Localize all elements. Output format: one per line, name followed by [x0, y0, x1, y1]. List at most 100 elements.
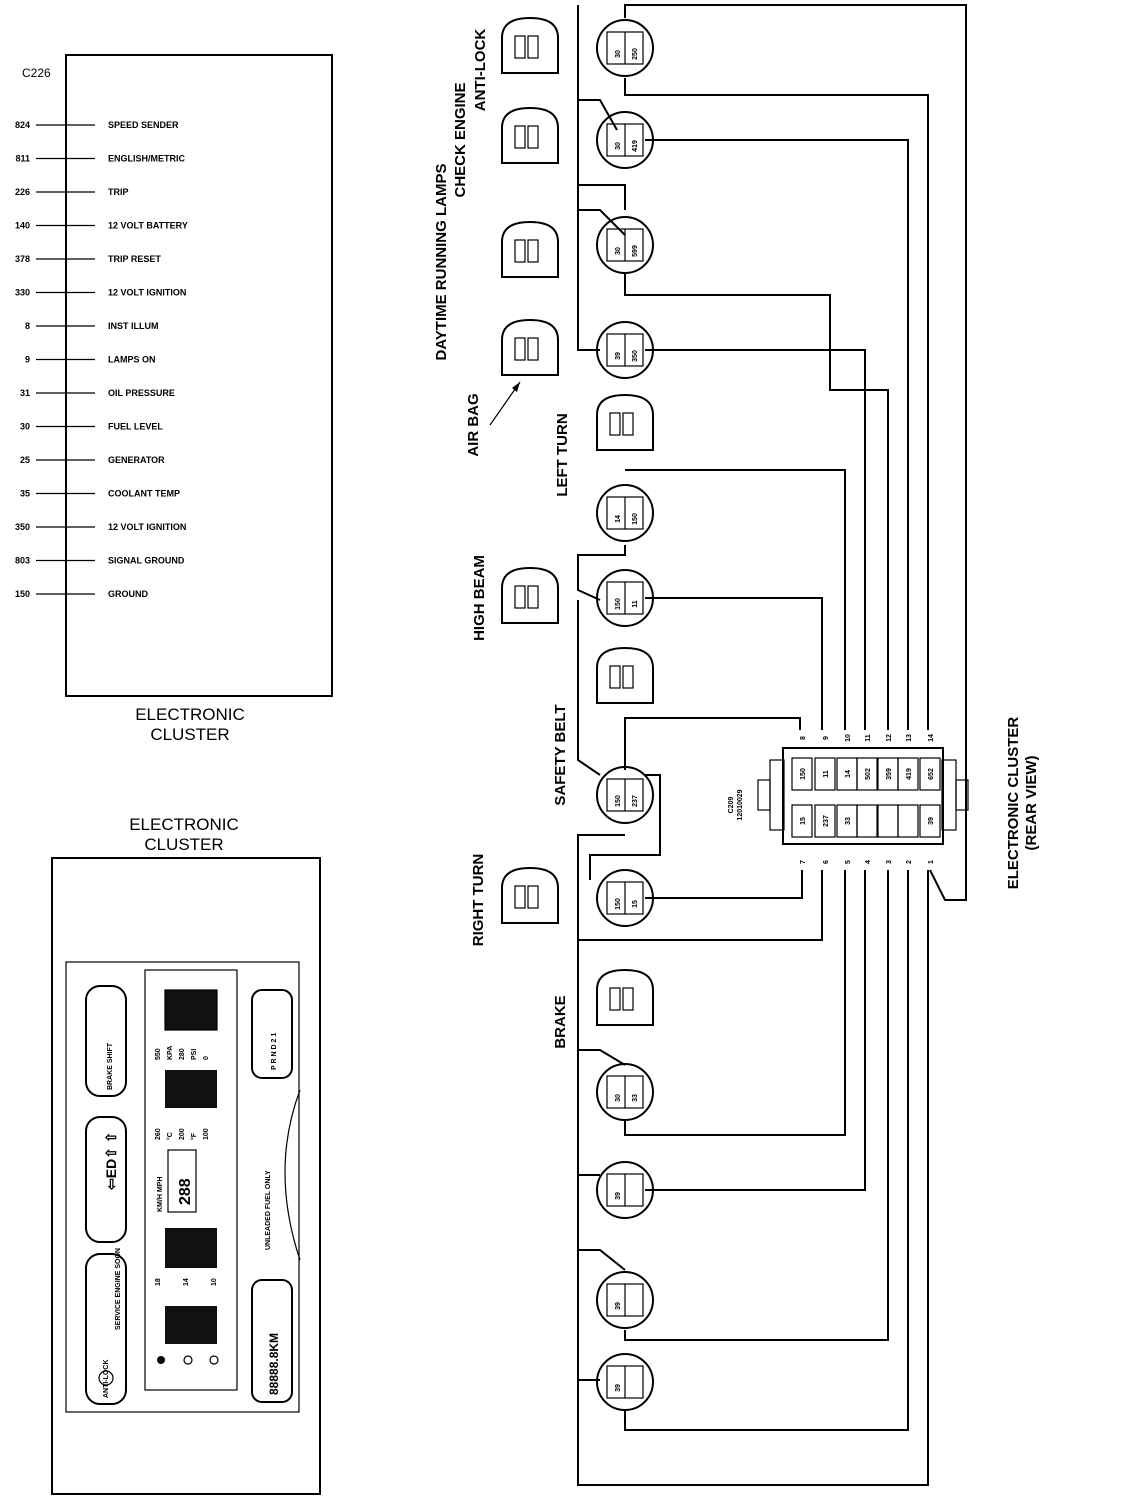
speed-units: KM/H MPH [157, 1177, 164, 1212]
arrow-head-icon [512, 382, 520, 392]
connector-pin-bottom: 1 [928, 860, 935, 864]
connector-cell-bottom: 237 [823, 815, 830, 827]
bulb-terminal-a: 150 [615, 898, 622, 910]
service-engine-text: SERVICE ENGINE SOON [115, 1248, 122, 1330]
volt-scale-3: 10 [211, 1278, 218, 1286]
brake-shift-pod [85, 985, 127, 1097]
pin-name: SPEED SENDER [108, 120, 179, 130]
connector-cell [814, 804, 836, 838]
pin-circuit: 140 [15, 221, 30, 231]
connector-cell [877, 804, 899, 838]
odometer-text: 88888.8KM [267, 1333, 281, 1395]
brake-shift-text: BRAKE SHIFT [107, 1042, 114, 1090]
label-high-beam: HIGH BEAM [471, 555, 488, 641]
c209-id: C209 [728, 797, 735, 814]
anti-lock-icon [98, 1370, 114, 1386]
oil-scale-5: 0 [203, 1056, 210, 1060]
gauge-strip [144, 969, 238, 1391]
pin-circuit: 350 [15, 522, 30, 532]
connector-cell [897, 804, 919, 838]
pin-name: ENGLISH/METRIC [108, 154, 186, 164]
pin-circuit: 378 [15, 254, 30, 264]
pin-circuit: 150 [15, 589, 30, 599]
connector-cell-top: 14 [845, 770, 852, 778]
temp-scale-1: 260 [155, 1128, 162, 1140]
pin-name: 12 VOLT BATTERY [108, 221, 188, 231]
connector-cell [791, 757, 813, 791]
ed-arrows-icon: ⇦ED⇧ ⇧ [103, 1131, 119, 1191]
connector-pin-bottom: 3 [886, 860, 893, 864]
oil-gauge-window [164, 989, 218, 1031]
bulb-terminal-a: 39 [615, 1192, 622, 1200]
pin-name: GENERATOR [108, 455, 165, 465]
bulb-terminal-a: 30 [615, 247, 622, 255]
bulb-terminal-a: 30 [615, 50, 622, 58]
connector-cell [897, 757, 919, 791]
fuel-gauge-window [165, 1306, 217, 1344]
connector-cell-top: 359 [886, 768, 893, 780]
connector-pin-bottom: 4 [865, 860, 872, 864]
label-drl: DAYTIME RUNNING LAMPS [433, 164, 450, 361]
pin-name: 12 VOLT IGNITION [108, 522, 186, 532]
bulb-socket-icon [596, 393, 654, 451]
wiring-section: ANTI-LOCK CHECK ENGINE DAYTIME RUNNING L… [433, 4, 1040, 1486]
oil-scale-2: KPA [167, 1046, 174, 1060]
temp-scale-3: 200 [179, 1128, 186, 1140]
volt-scale-1: 18 [155, 1278, 162, 1286]
bulb-terminal-b: 237 [632, 795, 639, 807]
bulb-terminal-a: 150 [615, 598, 622, 610]
bulb-socket-icon [501, 566, 559, 624]
bulb-sockets [501, 16, 654, 1026]
connector-cell [919, 757, 941, 791]
oil-scale-4: PSI [191, 1049, 198, 1060]
fuel-note: UNLEADED FUEL ONLY [265, 1170, 272, 1250]
pin-name: OIL PRESSURE [108, 388, 175, 398]
bulb-socket-icon [501, 16, 559, 74]
bottom-cluster-title-2: CLUSTER [144, 835, 223, 854]
fuel-half-icon [183, 1355, 193, 1365]
label-safety-belt: SAFETY BELT [552, 704, 569, 805]
pin-name: GROUND [108, 589, 148, 599]
pin-circuit: 803 [15, 556, 30, 566]
bulb-terminal-b: 419 [632, 140, 639, 152]
oil-scale-3: 280 [179, 1048, 186, 1060]
wires [577, 4, 967, 1486]
speed-display [167, 1149, 197, 1213]
bulb-terminal-b: 11 [632, 600, 639, 608]
bulb-socket-icon [596, 968, 654, 1026]
gear-display [251, 989, 293, 1079]
label-left-turn: LEFT TURN [554, 413, 571, 496]
cluster-panel [65, 961, 300, 1413]
connector-pin-top: 8 [800, 736, 807, 740]
label-brake: BRAKE [552, 995, 569, 1048]
connector-cell-bottom: 15 [800, 817, 807, 825]
connector-cell-top: 11 [823, 770, 830, 778]
connector-cell [791, 804, 813, 838]
pin-name: SIGNAL GROUND [108, 556, 185, 566]
bulb-holder: 30 250 [596, 19, 654, 77]
fuel-full-icon [209, 1355, 219, 1365]
bulb-socket-icon [501, 318, 559, 376]
bulb-terminal-b: 350 [632, 350, 639, 362]
volt-scale-2: 14 [183, 1278, 190, 1286]
bulb-terminal-a: 30 [615, 1094, 622, 1102]
bulb-terminal-b: 250 [632, 48, 639, 60]
connector-pin-top: 12 [886, 734, 893, 742]
c209-part: 12010029 [737, 789, 744, 820]
fuel-empty-icon [157, 1356, 165, 1364]
connector-cell-bottom: 39 [928, 817, 935, 825]
top-cluster-caption-2: CLUSTER [150, 725, 229, 744]
bezel-curve [284, 1089, 301, 1261]
connector-cell-top: 150 [800, 768, 807, 780]
bulb-terminal-b: 33 [632, 1094, 639, 1102]
bulb-terminal-a: 14 [615, 515, 622, 523]
